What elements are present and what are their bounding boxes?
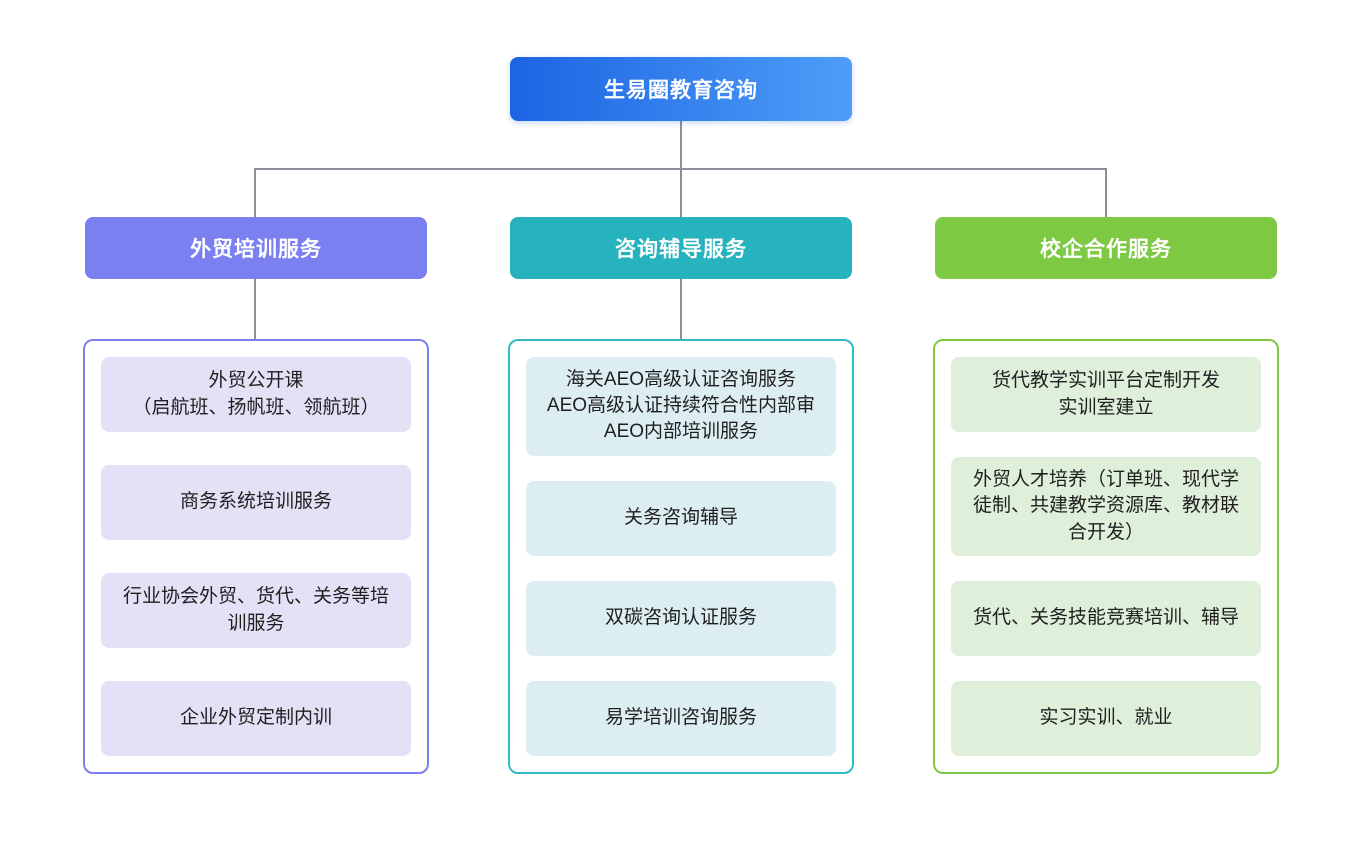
branch-item[interactable]: 外贸人才培养（订单班、现代学 徒制、共建教学资源库、教材联 合开发） bbox=[951, 457, 1261, 556]
branch-container-foreign-trade-training: 外贸公开课 （启航班、扬帆班、领航班） 商务系统培训服务 行业协会外贸、货代、关… bbox=[83, 339, 429, 774]
root-node[interactable]: 生易圈教育咨询 bbox=[510, 57, 852, 121]
branch-header-foreign-trade-training[interactable]: 外贸培训服务 bbox=[85, 217, 427, 279]
root-node-label: 生易圈教育咨询 bbox=[604, 79, 758, 102]
branch-item[interactable]: 货代教学实训平台定制开发 实训室建立 bbox=[951, 357, 1261, 432]
branch-header-consulting-coaching[interactable]: 咨询辅导服务 bbox=[510, 217, 852, 279]
branch-item[interactable]: 商务系统培训服务 bbox=[101, 465, 411, 540]
branch-header-label: 校企合作服务 bbox=[1040, 238, 1172, 261]
connector-branch0-to-box bbox=[254, 279, 256, 340]
branch-item[interactable]: 行业协会外贸、货代、关务等培 训服务 bbox=[101, 573, 411, 648]
branch-item[interactable]: 易学培训咨询服务 bbox=[526, 680, 836, 756]
branch-container-consulting-coaching: 海关AEO高级认证咨询服务 AEO高级认证持续符合性内部审 AEO内部培训服务 … bbox=[508, 339, 854, 774]
branch-item[interactable]: 关务咨询辅导 bbox=[526, 480, 836, 556]
branch-item[interactable]: 海关AEO高级认证咨询服务 AEO高级认证持续符合性内部审 AEO内部培训服务 bbox=[526, 357, 836, 456]
connector-branch2-top bbox=[1105, 168, 1107, 218]
connector-root-drop bbox=[680, 121, 682, 169]
branch-header-school-enterprise[interactable]: 校企合作服务 bbox=[935, 217, 1277, 279]
branch-item[interactable]: 货代、关务技能竞赛培训、辅导 bbox=[951, 580, 1261, 656]
branch-item[interactable]: 外贸公开课 （启航班、扬帆班、领航班） bbox=[101, 357, 411, 432]
branch-item[interactable]: 实习实训、就业 bbox=[951, 680, 1261, 756]
branch-item[interactable]: 双碳咨询认证服务 bbox=[526, 580, 836, 656]
branch-container-school-enterprise: 货代教学实训平台定制开发 实训室建立 外贸人才培养（订单班、现代学 徒制、共建教… bbox=[933, 339, 1279, 774]
connector-branch1-to-box bbox=[680, 279, 682, 340]
branch-header-label: 咨询辅导服务 bbox=[615, 238, 747, 261]
connector-branch1-top bbox=[680, 168, 682, 218]
connector-branch0-top bbox=[254, 168, 256, 218]
branch-header-label: 外贸培训服务 bbox=[190, 238, 322, 261]
branch-item[interactable]: 企业外贸定制内训 bbox=[101, 681, 411, 756]
